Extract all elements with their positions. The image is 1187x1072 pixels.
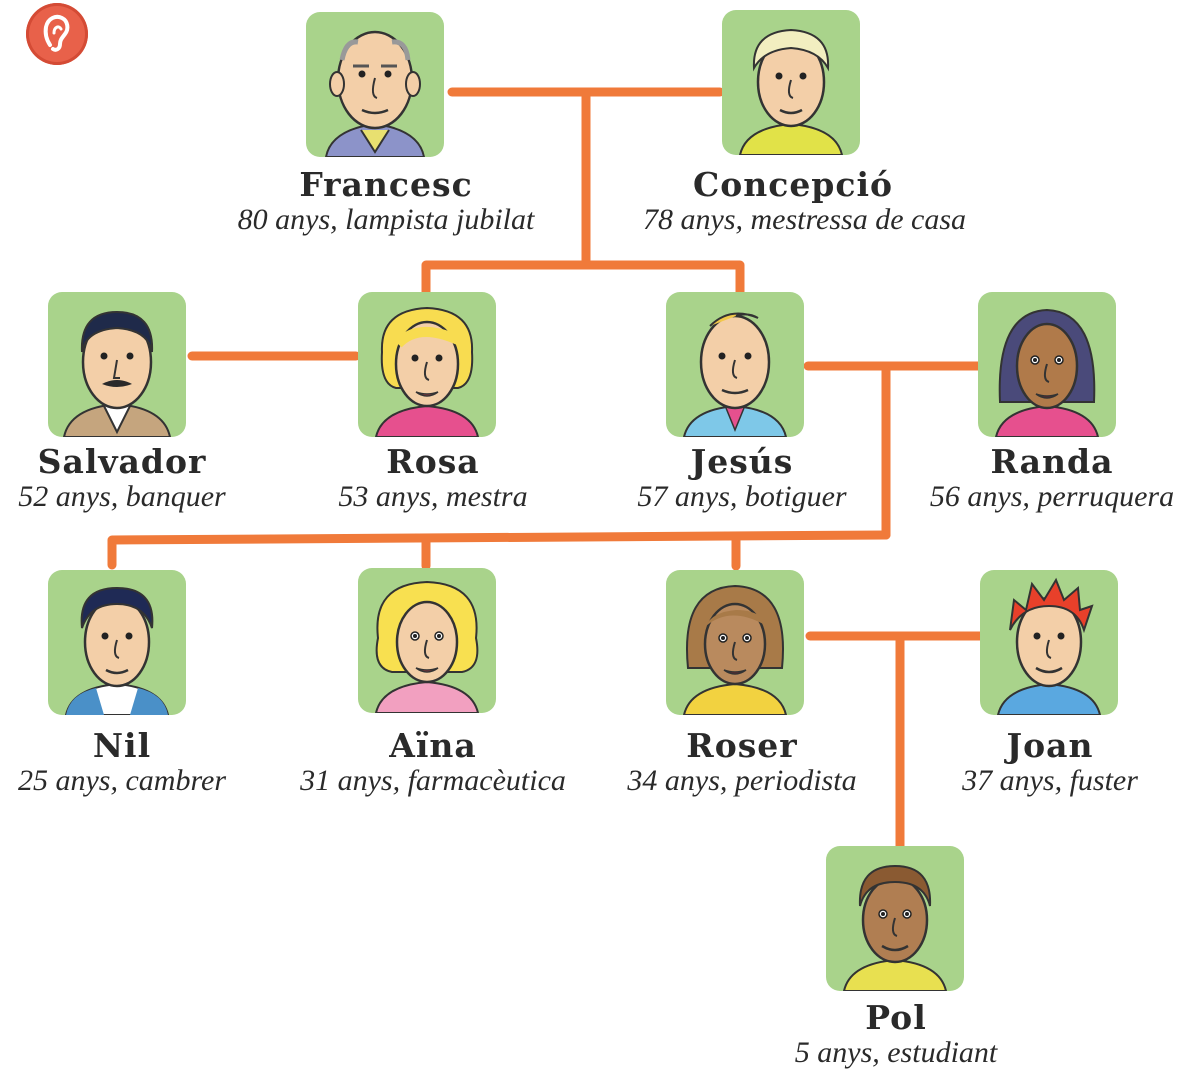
concepcio-face-icon xyxy=(738,28,844,155)
francesc-face-icon xyxy=(324,30,426,157)
person-roser: Roser 34 anys, periodista xyxy=(592,728,892,798)
person-description: 78 anys, mestressa de casa xyxy=(643,203,967,236)
person-description: 5 anys, estudiant xyxy=(794,1036,998,1069)
person-description: 57 anys, botiguer xyxy=(637,480,847,513)
person-rosa: Rosa 53 anys, mestra xyxy=(283,444,583,514)
portrait-rosa xyxy=(358,292,496,437)
portrait-randa xyxy=(978,292,1116,437)
person-name: Jesús xyxy=(690,442,794,481)
sibling-bar-children xyxy=(107,530,891,570)
portrait-aina xyxy=(358,568,496,713)
person-name: Nil xyxy=(92,726,152,765)
person-name: Randa xyxy=(990,442,1114,481)
person-name: Francesc xyxy=(299,165,473,204)
person-salvador: Salvador 52 anys, banquer xyxy=(0,444,272,514)
pol-face-icon xyxy=(842,864,948,991)
nil-face-icon xyxy=(64,586,170,715)
person-description: 80 anys, lampista jubilat xyxy=(237,203,535,236)
portrait-salvador xyxy=(48,292,186,437)
jesus-face-icon xyxy=(682,312,788,437)
portrait-pol xyxy=(826,846,964,991)
person-name: Joan xyxy=(1006,726,1094,765)
person-name: Pol xyxy=(865,998,927,1037)
person-description: 52 anys, banquer xyxy=(18,480,226,513)
salvador-face-icon xyxy=(62,310,172,437)
randa-face-icon xyxy=(994,308,1100,437)
person-description: 53 anys, mestra xyxy=(338,480,528,513)
person-francesc: Francesc 80 anys, lampista jubilat xyxy=(236,167,536,237)
person-description: 25 anys, cambrer xyxy=(17,764,227,797)
audio-button[interactable] xyxy=(26,3,88,65)
person-name: Concepció xyxy=(692,165,894,204)
person-concepcio: Concepció 78 anys, mestressa de casa xyxy=(643,165,967,237)
person-name: Roser xyxy=(686,726,798,765)
person-name: Salvador xyxy=(37,442,207,481)
portrait-jesus xyxy=(666,292,804,437)
roser-face-icon xyxy=(682,584,788,715)
person-description: 31 anys, farmacèutica xyxy=(300,764,566,797)
portrait-nil xyxy=(48,570,186,715)
portrait-roser xyxy=(666,570,804,715)
rosa-face-icon xyxy=(374,306,480,437)
person-name: Rosa xyxy=(386,442,480,481)
person-description: 34 anys, periodista xyxy=(627,764,857,797)
sibling-bar-rosa-jesus xyxy=(421,260,745,298)
portrait-concepcio xyxy=(722,10,860,155)
person-randa: Randa 56 anys, perruquera xyxy=(902,444,1187,514)
person-name: Aïna xyxy=(389,726,477,765)
ear-icon xyxy=(43,14,70,52)
joan-face-icon xyxy=(996,577,1102,715)
aina-face-icon xyxy=(374,580,480,713)
person-jesus: Jesús 57 anys, botiguer xyxy=(592,444,892,514)
person-pol: Pol 5 anys, estudiant xyxy=(746,1000,1046,1070)
person-joan: Joan 37 anys, fuster xyxy=(900,728,1187,798)
portrait-joan xyxy=(980,570,1118,715)
portrait-francesc xyxy=(306,12,444,157)
person-nil: Nil 25 anys, cambrer xyxy=(0,728,272,798)
person-description: 37 anys, fuster xyxy=(962,764,1138,797)
person-description: 56 anys, perruquera xyxy=(929,480,1175,513)
person-aina: Aïna 31 anys, farmacèutica xyxy=(283,728,583,798)
